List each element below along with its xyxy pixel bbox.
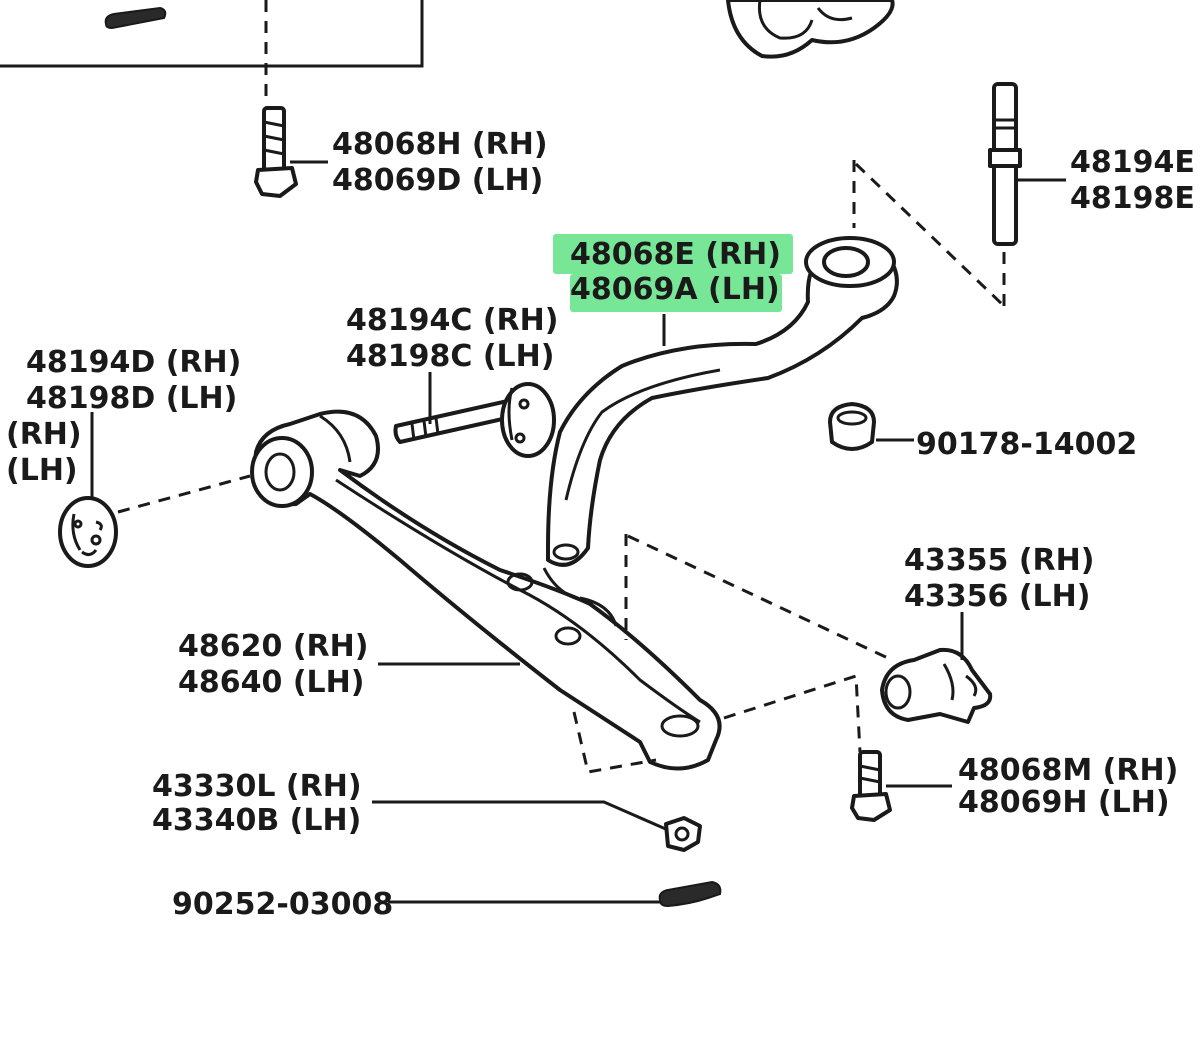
nut-43330l [664,816,702,852]
label-43355-lh: 43356 (LH) [904,579,1090,614]
label-48194d-rh: 48194D (RH) [26,345,241,380]
label-48068h-rh: 48068H (RH) [332,127,548,162]
label-48068e-rh: 48068E (RH) [570,237,781,272]
label-48194c-rh: 48194C (RH) [346,303,558,338]
label-43330l-lh: 43340B (LH) [152,803,361,838]
leader-line [372,800,669,832]
label-partial-lh: (LH) [6,453,78,488]
label-48194e-rh: 48194E [1070,145,1195,180]
lower-arm-48620 [250,409,722,771]
label-48194c-lh: 48198C (LH) [346,339,554,374]
cotter-pin-90252 [658,880,722,908]
label-48194d-lh: 48198D (LH) [26,381,237,416]
label-48068e-lh: 48069A (LH) [570,272,780,307]
label-90178: 90178-14002 [916,427,1137,462]
label-43355-rh: 43355 (RH) [904,543,1094,578]
label-48068h-lh: 48069D (LH) [332,163,543,198]
pin-top-left [104,6,167,30]
label-43330l-rh: 43330L (RH) [152,769,362,804]
bolt-48068m [850,750,892,822]
ball-joint-43355 [880,647,993,724]
nut-90178 [828,402,876,451]
dash-line [117,474,251,514]
dash-line [854,162,1006,308]
upper-arm-48068e [546,236,899,567]
top-partial-part [726,0,895,59]
label-48068m-rh: 48068M (RH) [958,753,1178,788]
washer-48194d [58,496,118,568]
long-bolt-48194e [988,82,1022,246]
label-48620-lh: 48640 (LH) [178,665,364,700]
bolt-48068h [254,106,298,198]
label-90252: 90252-03008 [172,887,393,922]
highlight-48068e [553,234,793,312]
label-partial-rh: (RH) [6,417,82,452]
label-48194e-lh: 48198E [1070,181,1195,216]
dash-box [572,534,893,774]
label-48620-rh: 48620 (RH) [178,629,368,664]
label-48068m-lh: 48069H (LH) [958,785,1170,820]
adjacent-frame [0,0,424,68]
bushing-bolt-48194c [393,382,556,458]
